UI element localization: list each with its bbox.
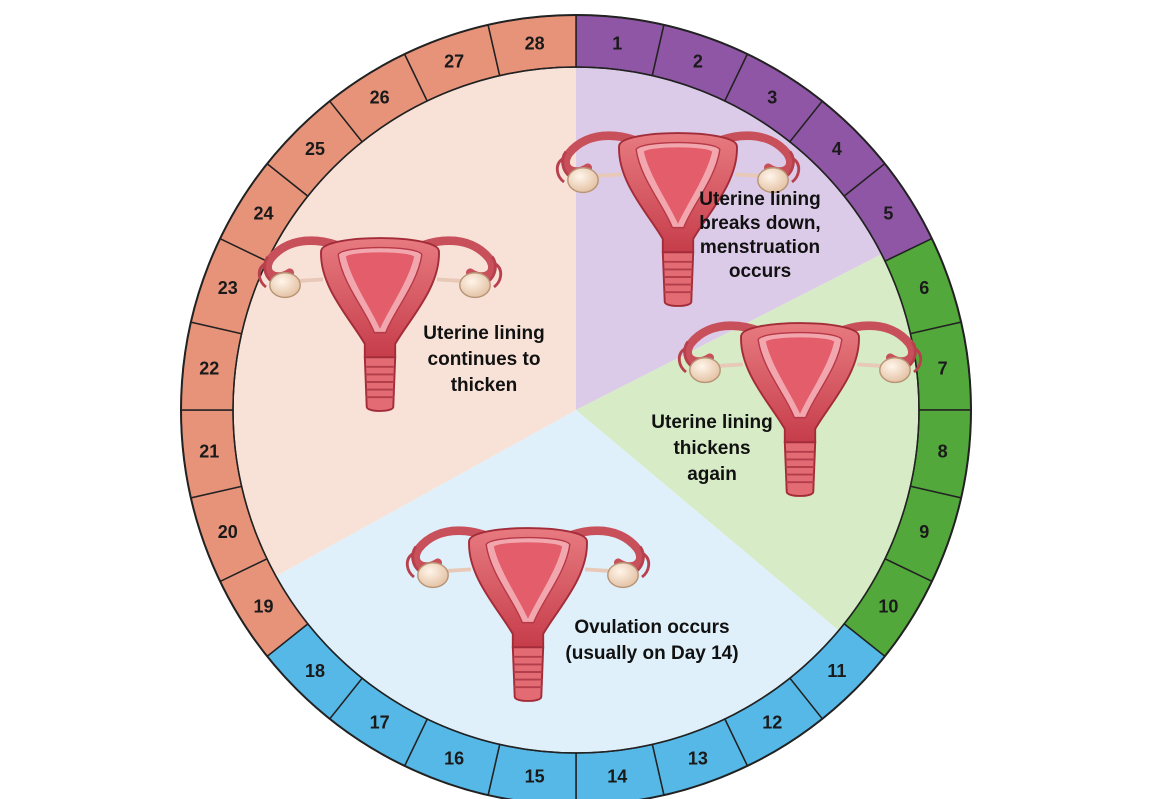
phase-label-line: (usually on Day 14) (565, 643, 738, 664)
phase-label-line: thickens (673, 438, 750, 459)
phase-label-line: Uterine lining (423, 323, 544, 344)
day-number-9: 9 (919, 522, 929, 542)
day-number-7: 7 (938, 359, 948, 379)
day-number-13: 13 (688, 748, 708, 768)
day-number-1: 1 (612, 33, 622, 53)
phase-label-line: Ovulation occurs (574, 617, 729, 638)
day-number-26: 26 (370, 88, 390, 108)
day-number-17: 17 (370, 712, 390, 732)
phase-label-line: thicken (451, 375, 518, 396)
day-number-23: 23 (218, 278, 238, 298)
phase-label-ovulation: Ovulation occurs (usually on Day 14) (565, 617, 738, 664)
day-number-21: 21 (199, 441, 219, 461)
phase-label-luteal: Uterine lining continues to thicken (423, 323, 544, 396)
ring-inner-border (232, 66, 920, 754)
phase-label-line: occurs (729, 261, 791, 282)
day-number-4: 4 (832, 139, 842, 159)
day-number-25: 25 (305, 139, 325, 159)
day-ring: 1234567891011121314151617181920212223242… (180, 14, 972, 799)
day-number-12: 12 (762, 712, 782, 732)
day-number-19: 19 (254, 596, 274, 616)
day-number-11: 11 (827, 661, 846, 681)
day-number-8: 8 (938, 441, 948, 461)
day-number-5: 5 (883, 204, 893, 224)
phase-label-line: Uterine lining (699, 189, 820, 210)
day-number-2: 2 (693, 52, 703, 72)
ring-outer-border (180, 14, 972, 799)
phase-label-line: breaks down, (699, 213, 820, 234)
day-number-15: 15 (525, 767, 545, 787)
phase-label-line: menstruation (700, 237, 820, 258)
day-number-18: 18 (305, 661, 325, 681)
day-number-14: 14 (607, 767, 627, 787)
phase-label-line: Uterine lining (651, 412, 772, 433)
day-number-3: 3 (767, 88, 777, 108)
day-number-27: 27 (444, 52, 464, 72)
day-number-24: 24 (254, 204, 274, 224)
phase-labels: Uterine lining breaks down, menstruation oc… (423, 189, 820, 664)
day-number-28: 28 (525, 33, 545, 53)
day-number-16: 16 (444, 748, 464, 768)
day-number-20: 20 (218, 522, 238, 542)
phase-label-line: continues to (428, 349, 541, 370)
day-number-10: 10 (878, 596, 898, 616)
day-number-22: 22 (199, 359, 219, 379)
day-number-6: 6 (919, 278, 929, 298)
phase-label-thickens: Uterine lining thickens again (651, 412, 772, 485)
phase-label-menstruation: Uterine lining breaks down, menstruation oc… (699, 189, 820, 282)
phase-label-line: again (687, 464, 737, 485)
